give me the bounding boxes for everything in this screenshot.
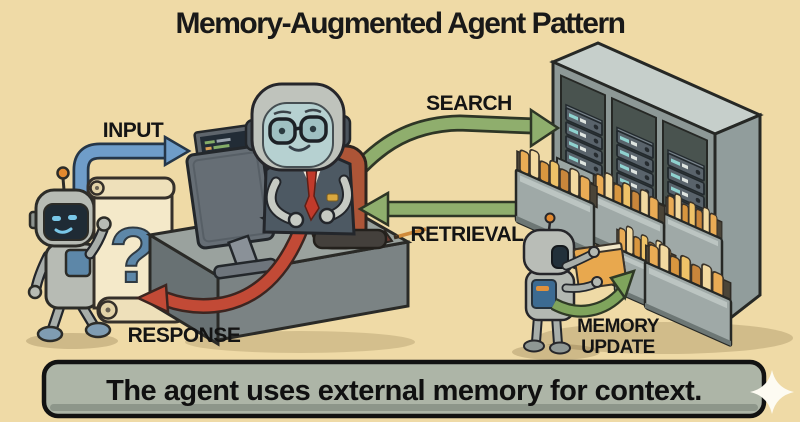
agent-robot-icon (244, 82, 356, 236)
diagram-title: Memory-Augmented Agent Pattern (176, 7, 625, 40)
user-robot-hand (84, 216, 112, 260)
caption-bar: The agent uses external memory for conte… (41, 359, 767, 419)
memory-update-label: MEMORY UPDATE (577, 316, 660, 358)
sparkle-icon (750, 370, 794, 414)
input-arrow-icon (72, 134, 192, 200)
filing-robot-icon (512, 212, 628, 360)
response-arrow-icon (135, 218, 312, 315)
retrieval-label: RETRIEVAL (411, 223, 525, 246)
search-arrowhead (529, 107, 561, 149)
response-label: RESPONSE (128, 324, 241, 347)
front-monitor-icon (185, 144, 278, 280)
pencil-icon (393, 227, 427, 240)
caption-text: The agent uses external memory for conte… (106, 375, 702, 407)
folder-drawer-icon (643, 236, 733, 347)
input-label: INPUT (103, 119, 164, 142)
memory-update-arrow-icon (550, 269, 636, 318)
svg-text:MEMORY: MEMORY (577, 316, 660, 337)
search-label: SEARCH (426, 92, 512, 115)
svg-text:UPDATE: UPDATE (581, 337, 655, 358)
